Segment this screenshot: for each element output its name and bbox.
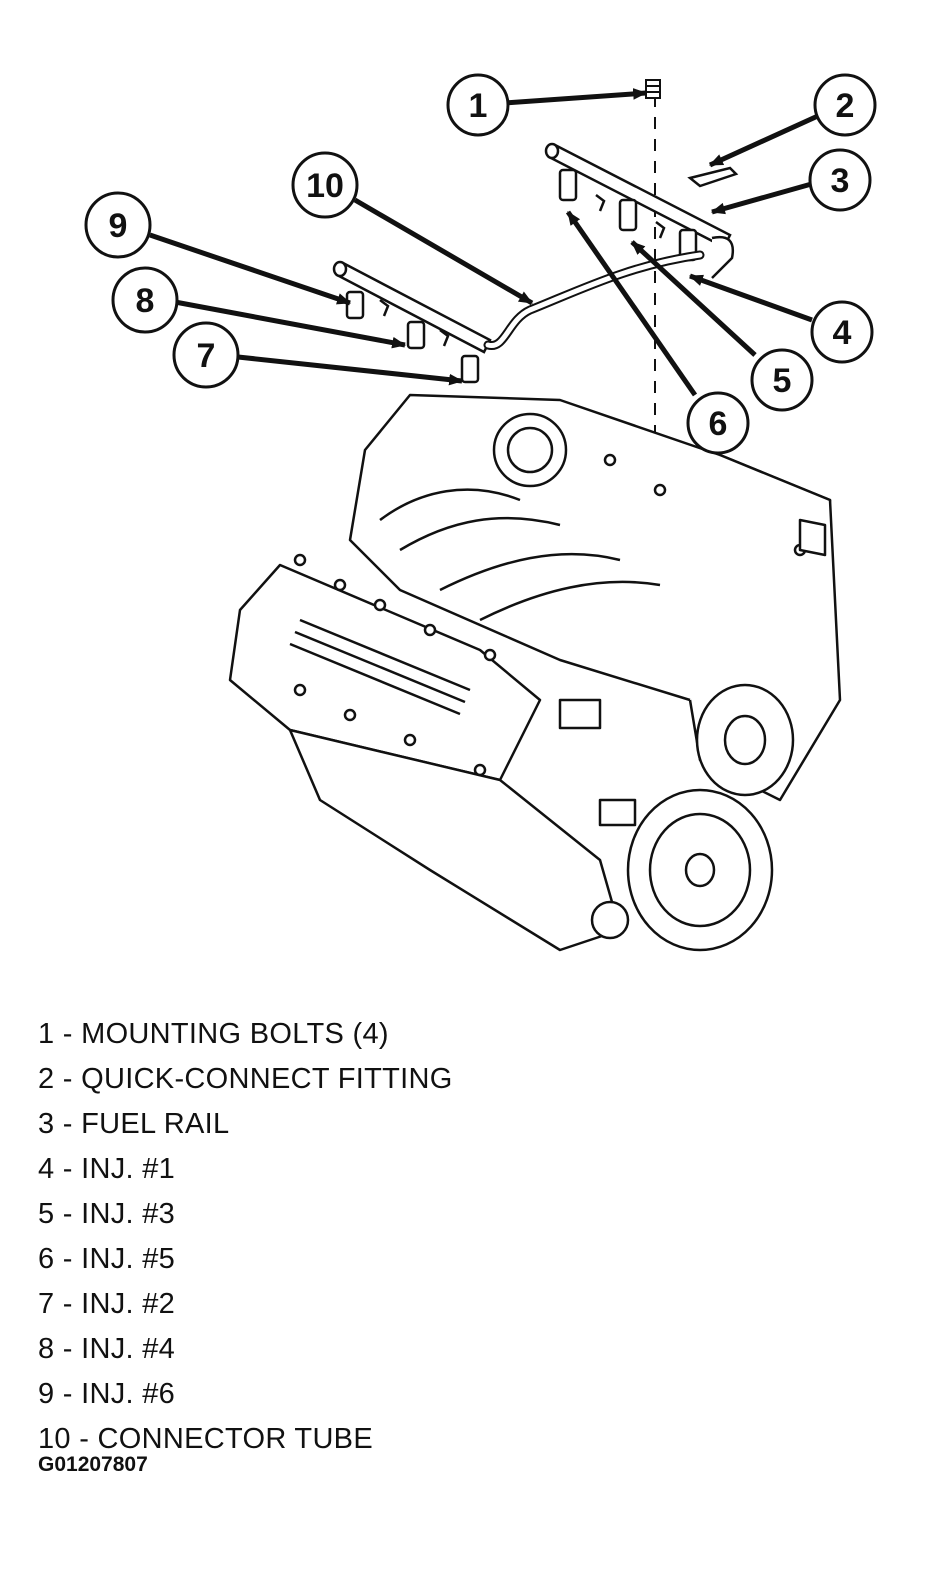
callout-number-9: 9 (109, 207, 128, 245)
engine-drawing (228, 393, 842, 952)
legend-separator: - (54, 1333, 82, 1365)
callout-circle-10 (291, 151, 359, 219)
legend-label: INJ. #6 (81, 1378, 176, 1410)
legend-separator: - (70, 1423, 98, 1455)
legend-separator: - (54, 1198, 82, 1230)
legend-label: INJ. #1 (81, 1153, 176, 1185)
legend-number: 4 (38, 1153, 55, 1185)
legend-list: 1 - MOUNTING BOLTS (4) 2 - QUICK-CONNECT… (38, 1012, 453, 1462)
leader-arrows (149, 88, 822, 397)
callout-number-6: 6 (709, 405, 728, 443)
legend-number: 3 (38, 1108, 55, 1140)
legend-number: 5 (38, 1198, 55, 1230)
legend-label: MOUNTING BOLTS (4) (81, 1018, 389, 1050)
legend-item: 3 - FUEL RAIL (38, 1102, 453, 1147)
legend-label: INJ. #5 (81, 1243, 176, 1275)
legend-separator: - (54, 1063, 82, 1095)
legend-item: 5 - INJ. #3 (38, 1192, 453, 1237)
legend-separator: - (54, 1153, 82, 1185)
legend-label: INJ. #3 (81, 1198, 176, 1230)
legend-number: 2 (38, 1063, 55, 1095)
legend-label: FUEL RAIL (81, 1108, 230, 1140)
legend-item: 10 - CONNECTOR TUBE (38, 1417, 453, 1462)
callout-number-4: 4 (833, 314, 852, 352)
legend-item: 6 - INJ. #5 (38, 1237, 453, 1282)
legend-item: 7 - INJ. #2 (38, 1282, 453, 1327)
left-fuel-rail (332, 260, 492, 384)
callout-circle-9 (84, 191, 152, 259)
callout-circle-7 (172, 321, 240, 389)
legend-number: 7 (38, 1288, 55, 1320)
legend-item: 4 - INJ. #1 (38, 1147, 453, 1192)
callout-circle-6 (686, 391, 750, 455)
fuel-rail-engine-diagram: 1 2 3 4 5 6 7 8 9 10 (84, 73, 877, 952)
callout-number-3: 3 (831, 162, 850, 200)
legend-label: QUICK-CONNECT FITTING (81, 1063, 453, 1095)
callout-number-8: 8 (136, 282, 155, 320)
legend-separator: - (54, 1018, 82, 1050)
figure-id: G01207807 (38, 1453, 148, 1476)
legend-item: 1 - MOUNTING BOLTS (4) (38, 1012, 453, 1057)
right-fuel-rail (544, 142, 739, 279)
callout-number-1: 1 (469, 87, 488, 125)
legend-label: INJ. #4 (81, 1333, 176, 1365)
callout-circle-5 (750, 348, 814, 412)
legend-number: 1 (38, 1018, 55, 1050)
legend-item: 8 - INJ. #4 (38, 1327, 453, 1372)
callout-number-7: 7 (197, 337, 216, 375)
legend-number: 6 (38, 1243, 55, 1275)
legend-separator: - (54, 1108, 82, 1140)
legend-number: 10 (38, 1423, 71, 1455)
callout-number-2: 2 (836, 87, 855, 125)
connector-tube (483, 250, 705, 350)
legend-item: 9 - INJ. #6 (38, 1372, 453, 1417)
callout-number-5: 5 (773, 362, 792, 400)
legend-number: 8 (38, 1333, 55, 1365)
legend-separator: - (54, 1378, 82, 1410)
callout-circle-3 (808, 148, 872, 212)
legend-separator: - (54, 1288, 82, 1320)
legend-number: 9 (38, 1378, 55, 1410)
legend-label: CONNECTOR TUBE (97, 1423, 373, 1455)
callout-circle-4 (810, 300, 874, 364)
legend-separator: - (54, 1243, 82, 1275)
callout-circle-2 (813, 73, 877, 137)
mounting-bolt (645, 79, 661, 99)
callout-number-10: 10 (306, 167, 344, 205)
callout-circle-8 (111, 266, 179, 334)
legend-label: INJ. #2 (81, 1288, 176, 1320)
callout-circle-1 (446, 73, 510, 137)
legend-item: 2 - QUICK-CONNECT FITTING (38, 1057, 453, 1102)
